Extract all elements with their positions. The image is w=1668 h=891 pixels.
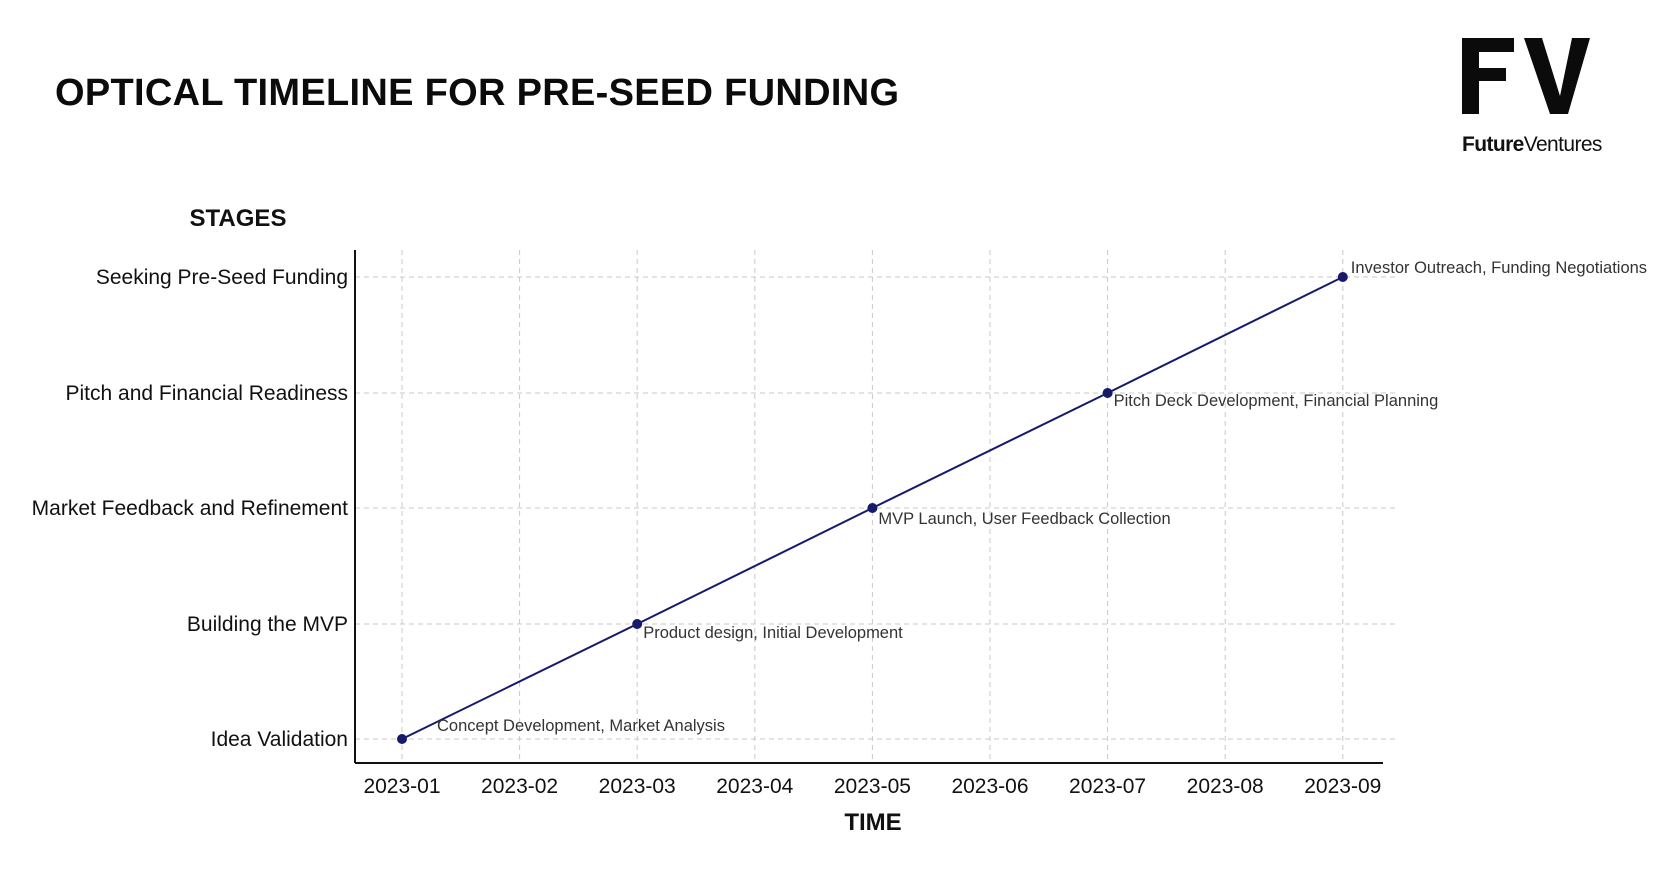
x-tick-label: 2023-07 (1069, 775, 1146, 798)
y-tick-label: Seeking Pre-Seed Funding (96, 266, 348, 289)
data-label: Concept Development, Market Analysis (437, 717, 725, 735)
logo-wordmark: FutureVentures (1462, 133, 1612, 157)
x-tick-label: 2023-09 (1304, 775, 1381, 798)
data-point (1337, 272, 1348, 282)
x-tick-label: 2023-08 (1187, 775, 1264, 798)
data-label: Product design, Initial Development (643, 624, 903, 642)
data-labels: Concept Development, Market Analysis Prod… (437, 259, 1647, 735)
y-tick-label: Market Feedback and Refinement (32, 497, 348, 520)
y-tick-label: Building the MVP (187, 613, 348, 636)
data-point (397, 734, 407, 744)
logo-word-ventures: Ventures (1523, 133, 1603, 156)
y-tick-label: Pitch and Financial Readiness (66, 382, 349, 405)
gridlines (355, 250, 1398, 763)
x-tick-label: 2023-01 (363, 775, 440, 798)
data-point (867, 503, 878, 513)
x-tick-label: 2023-06 (951, 775, 1028, 798)
x-axis-title: TIME (844, 809, 901, 836)
data-label: MVP Launch, User Feedback Collection (878, 510, 1170, 528)
page-title: OPTICAL TIMELINE FOR PRE-SEED FUNDING (55, 72, 900, 114)
series (397, 272, 1348, 744)
x-tick-label: 2023-02 (481, 775, 558, 798)
data-point (1102, 388, 1113, 398)
x-tick-label: 2023-03 (599, 775, 676, 798)
y-axis-title: STAGES (190, 205, 287, 232)
tick-labels: 2023-01 2023-02 2023-03 2023-04 2023-05 2023-… (32, 266, 1382, 798)
data-label: Pitch Deck Development, Financial Planni… (1114, 392, 1439, 410)
data-label: Investor Outreach, Funding Negotiations (1351, 259, 1647, 277)
x-tick-label: 2023-05 (834, 775, 911, 798)
logo-word-future: Future (1462, 133, 1524, 156)
data-point (632, 619, 643, 629)
y-tick-label: Idea Validation (211, 728, 348, 751)
x-tick-label: 2023-04 (716, 775, 793, 798)
axes (354, 250, 1383, 764)
future-ventures-logo (1462, 38, 1590, 114)
